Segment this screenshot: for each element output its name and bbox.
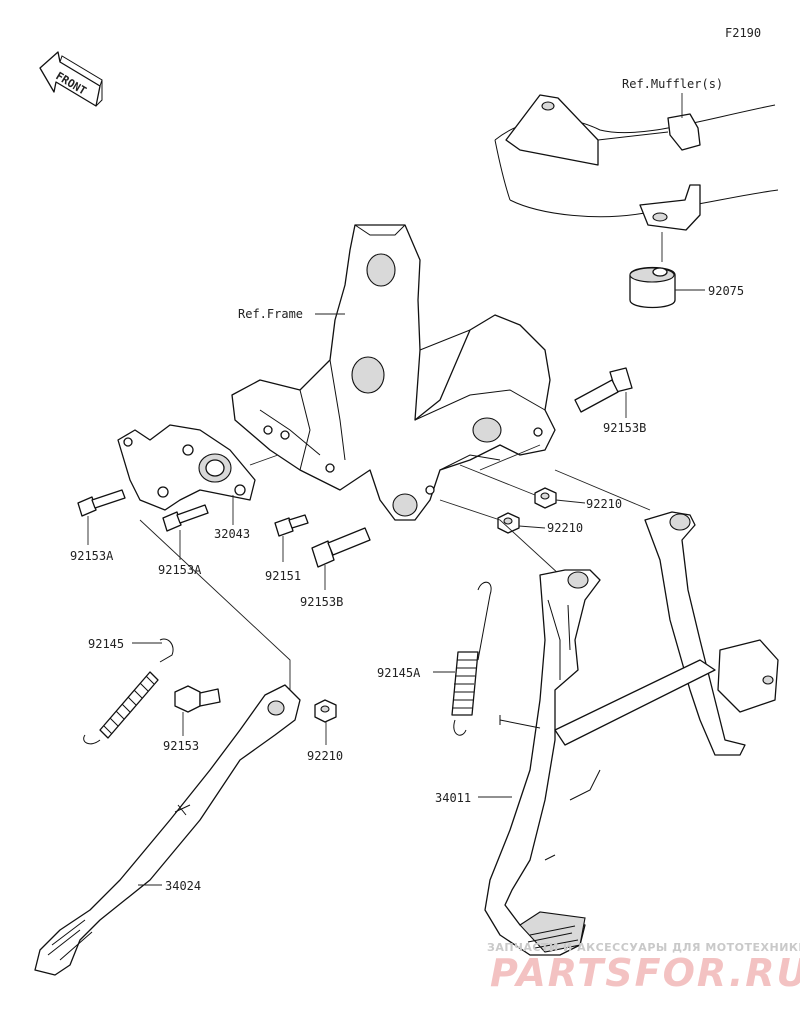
callout-32043: 32043 xyxy=(214,527,250,541)
part-34024-side-stand xyxy=(34,684,301,976)
callout-92145: 92145 xyxy=(88,637,124,651)
leader-92210-b xyxy=(518,525,546,529)
part-92153B-bolt-bottom xyxy=(311,527,371,568)
muffler-reference-outline xyxy=(494,94,779,231)
figure-code: F2190 xyxy=(725,26,761,40)
part-92210-nut-a xyxy=(534,487,557,509)
leader-92210-a xyxy=(555,499,586,504)
part-92210-nut-c xyxy=(314,699,337,723)
frame-reference xyxy=(231,224,556,521)
callout-92153A-left: 92153A xyxy=(70,549,114,563)
part-92145A-spring xyxy=(451,581,492,736)
part-34011-center-stand xyxy=(484,511,779,956)
part-32043-bracket xyxy=(117,424,256,511)
part-92075-damper xyxy=(629,266,676,309)
callout-92210-c: 92210 xyxy=(307,749,343,763)
callout-92210-b: 92210 xyxy=(547,521,583,535)
callout-92153B-top: 92153B xyxy=(603,421,646,435)
callout-92210-a: 92210 xyxy=(586,497,622,511)
part-92153B-bolt-top xyxy=(574,367,633,413)
callout-92075: 92075 xyxy=(708,284,744,298)
assembly-lines xyxy=(139,444,651,690)
callout-34011: 34011 xyxy=(435,791,471,805)
part-92153A-bolt-mid xyxy=(162,504,209,532)
ref-frame-label: Ref.Frame xyxy=(238,307,303,321)
part-92153A-bolt-left xyxy=(77,489,126,517)
front-arrow-icon: FRONT xyxy=(39,51,103,107)
ref-muffler-label: Ref.Muffler(s) xyxy=(622,77,723,91)
callout-92153B-bottom: 92153B xyxy=(300,595,343,609)
callout-34024: 34024 xyxy=(165,879,201,893)
callout-92151: 92151 xyxy=(265,569,301,583)
watermark-brand: PARTSFOR.RU xyxy=(490,951,800,995)
callout-92145A: 92145A xyxy=(377,666,421,680)
watermark-tagline: ЗАПЧАСТИ И АКСЕССУАРЫ ДЛЯ МОТОТЕХНИКИ xyxy=(487,941,800,954)
part-92145-spring xyxy=(83,638,174,745)
part-92210-nut-b xyxy=(497,512,520,534)
part-92151-bolt xyxy=(274,514,309,537)
callout-92153A-mid: 92153A xyxy=(158,563,202,577)
leader-92075 xyxy=(661,232,705,291)
callout-92153: 92153 xyxy=(163,739,199,753)
part-92153-bolt xyxy=(174,685,221,713)
